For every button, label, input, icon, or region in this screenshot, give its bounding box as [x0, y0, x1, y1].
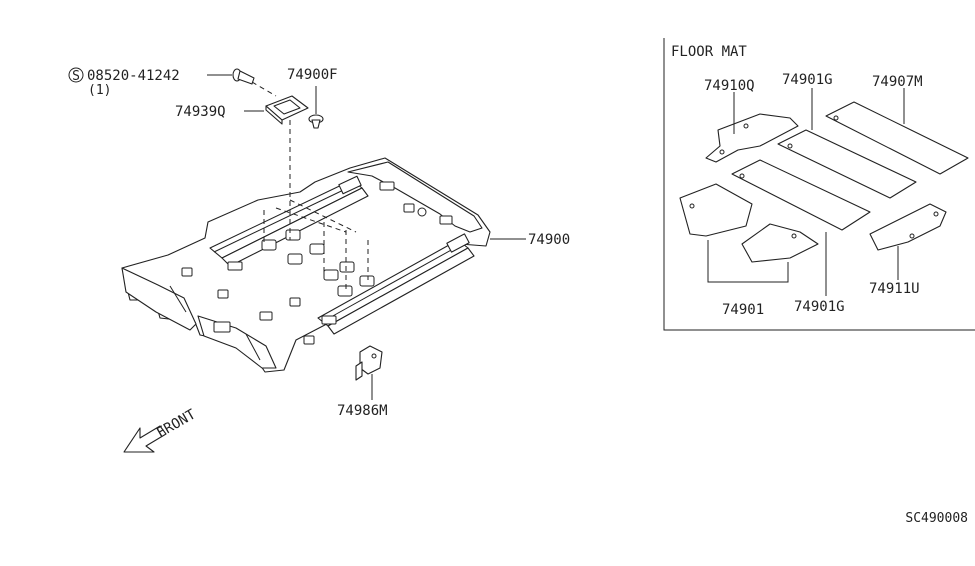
mat-74910q: [705, 113, 799, 163]
mat-label-74910q: 74910Q: [704, 78, 755, 94]
screw-part-number: 08520-41242: [87, 68, 180, 84]
mat-74901-left: [679, 183, 753, 237]
clip-part-number: 74900F: [287, 67, 338, 83]
diagram-code: SC490008: [905, 511, 968, 526]
floor-mat-box: FLOOR MAT 74910Q 74901G: [663, 38, 975, 331]
mat-74911u: [869, 203, 947, 251]
screw-drawing: [207, 68, 277, 97]
bracket-drawing: [355, 345, 383, 400]
retainer-part-number: 74939Q: [175, 104, 226, 120]
bracket-part-number: 74986M: [337, 403, 388, 419]
floor-carpet-drawing: [121, 120, 491, 373]
mat-74901g-upper: [777, 129, 917, 199]
mat-label-74901: 74901: [722, 302, 764, 318]
mat-74901g-lower: [731, 159, 871, 231]
mat-label-74901g-lower: 74901G: [794, 299, 845, 315]
screw-quantity: (1): [88, 83, 111, 98]
screw-symbol: S: [72, 69, 80, 84]
clip-drawing: [308, 86, 324, 129]
mat-label-74907m: 74907M: [872, 74, 923, 90]
carpet-part-number: 74900: [528, 232, 570, 248]
mat-label-74911u: 74911U: [869, 281, 920, 297]
mat-74907m: [825, 101, 969, 175]
mat-label-74901g-upper: 74901G: [782, 72, 833, 88]
floor-mat-box-frame: [663, 38, 975, 331]
floor-mat-title: FLOOR MAT: [671, 44, 747, 60]
retainer-drawing: [244, 95, 309, 125]
front-label: FRONT: [154, 406, 199, 441]
screw-callout: S 08520-41242 (1): [68, 67, 180, 98]
mat-74901-right: [741, 223, 819, 263]
leader-74901: [707, 240, 789, 283]
front-arrow-icon: [123, 425, 167, 453]
